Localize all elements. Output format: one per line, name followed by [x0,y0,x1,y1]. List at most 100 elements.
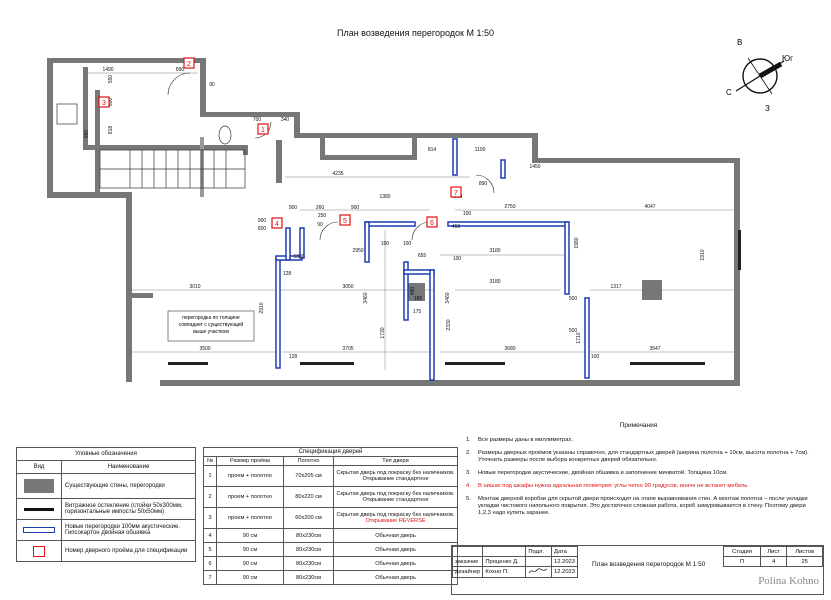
wall [243,145,248,155]
dimension-label: 3680 [504,346,515,352]
dimension-label: 4235 [332,171,343,177]
wall [412,137,417,160]
dimension-label: 250 [318,213,327,219]
spec-opening: 90 см [216,556,284,571]
dimension-label: 2330 [446,319,452,330]
door-number-label: 3 [102,100,106,107]
new-partition [584,297,590,379]
dimension-label: 3500 [199,346,210,352]
dimension-label: 550 [108,75,114,84]
note-text: Размеры дверных проёмов указаны справочн… [478,450,809,463]
dimension-label: 700 [253,117,262,123]
wall [95,145,100,193]
dimension-label: 1710 [576,332,582,343]
door-number-marker [426,216,438,228]
stamp-sheet: 4 [760,556,788,567]
new-partition [429,269,435,381]
stamp-stage: П [722,556,762,567]
wall [734,158,740,386]
column [407,283,425,301]
stamp-stage-h: Стадия [722,546,762,557]
spec-type: Скрытая дверь под покраску без наличнико… [333,465,458,487]
new-partition [447,221,569,227]
spec-number: 6 [203,556,217,571]
note-text: Все размеры даны в миллиметрах. [478,437,573,443]
new-partition [299,227,305,259]
glazing [168,362,208,365]
legend-table: Уловные обозначения Вид Наименование Сущ… [16,447,196,562]
legend-row: Новые перегородки 100мм акустические. Ги… [61,519,196,541]
stamp-sheets: 25 [786,556,823,567]
spec-type: Скрытая дверь под покраску без наличнико… [333,486,458,508]
wall [200,58,206,116]
dimension-label: 1317 [610,284,621,290]
door-number-swatch [33,545,45,557]
signature-icon [529,568,548,574]
note-number: 5. [466,496,471,502]
dimension-label: 100 [381,241,390,247]
door-number-marker [339,214,351,226]
spec-number: 2 [203,486,217,508]
new-partition [403,261,409,321]
spec-opening: 90 см [216,542,284,557]
staircase [99,149,246,189]
door-number-label: 4 [275,221,279,228]
dimension-label: 3547 [649,346,660,352]
note-item: 5. Монтаж дверной коробки для скрытой две… [466,496,811,517]
dimension-label: 3460 [445,292,451,303]
legend-col-name: Наименование [61,460,196,474]
spec-col: Полотно [283,456,334,466]
spec-number: 1 [203,465,217,487]
dimension-label: 655 [418,253,427,259]
plan-note-box [167,310,255,342]
spec-col: № [203,456,217,466]
door-spec-table: Спецификация дверей № Размер проёма Поло… [203,447,458,585]
glazing [630,362,705,365]
spec-leaf: 80х220 см [283,486,334,508]
dimension-label: 3010 [189,284,200,290]
new-partition [500,159,506,179]
new-partition [564,221,570,295]
note-text: В нишах под шкафы нужна идеальная геомет… [478,483,749,489]
spec-number: 7 [203,570,217,585]
compass-south: З [765,104,770,113]
spec-col: Размер проёма [216,456,284,466]
dimension-label: 1910 [700,249,706,260]
dimension-label: 1980 [574,237,580,248]
spec-opening: 90 см [216,528,284,543]
note-item: 3.Новые перегородки акустические, двойна… [466,470,811,477]
door-number-label: 2 [187,61,191,68]
dimension-label: 100 [403,241,412,247]
spec-header: Спецификация дверей [203,447,458,457]
dimension-label: 600 [108,98,114,107]
dimension-label: 2910 [259,302,265,313]
compass-west: С [726,88,732,97]
note-item: 4.В нишах под шкафы нужна идеальная геом… [466,483,811,490]
compass-east: Юг [782,54,793,63]
stamp-data: Дата [551,546,578,557]
dimension-label: 1450 [529,164,540,170]
note-item: 2.Размеры дверных проёмов указаны справо… [466,450,811,464]
spec-type: Обычная дверь [333,556,458,571]
note-text: Монтаж дверной коробки для скрытой двери… [478,496,808,516]
wall [83,145,243,150]
door-swing [475,174,495,194]
dimension-label: 1000 [293,254,304,260]
door-number-label: 5 [343,218,347,225]
stamp-sheet-title: План возведения перегородок М 1:50 [592,561,706,568]
dimension-label: 175 [413,309,422,315]
dimension-label: 1100 [475,147,486,153]
dimension-label: 890 [176,67,185,73]
new-partition [275,257,281,369]
door-swing [319,221,339,241]
door-number-label: 1 [261,127,265,134]
spec-leaf: 70х205 см [283,465,334,487]
door-number-marker [183,57,195,69]
dimension-label: 100 [463,211,472,217]
toilet-icon [218,125,232,145]
